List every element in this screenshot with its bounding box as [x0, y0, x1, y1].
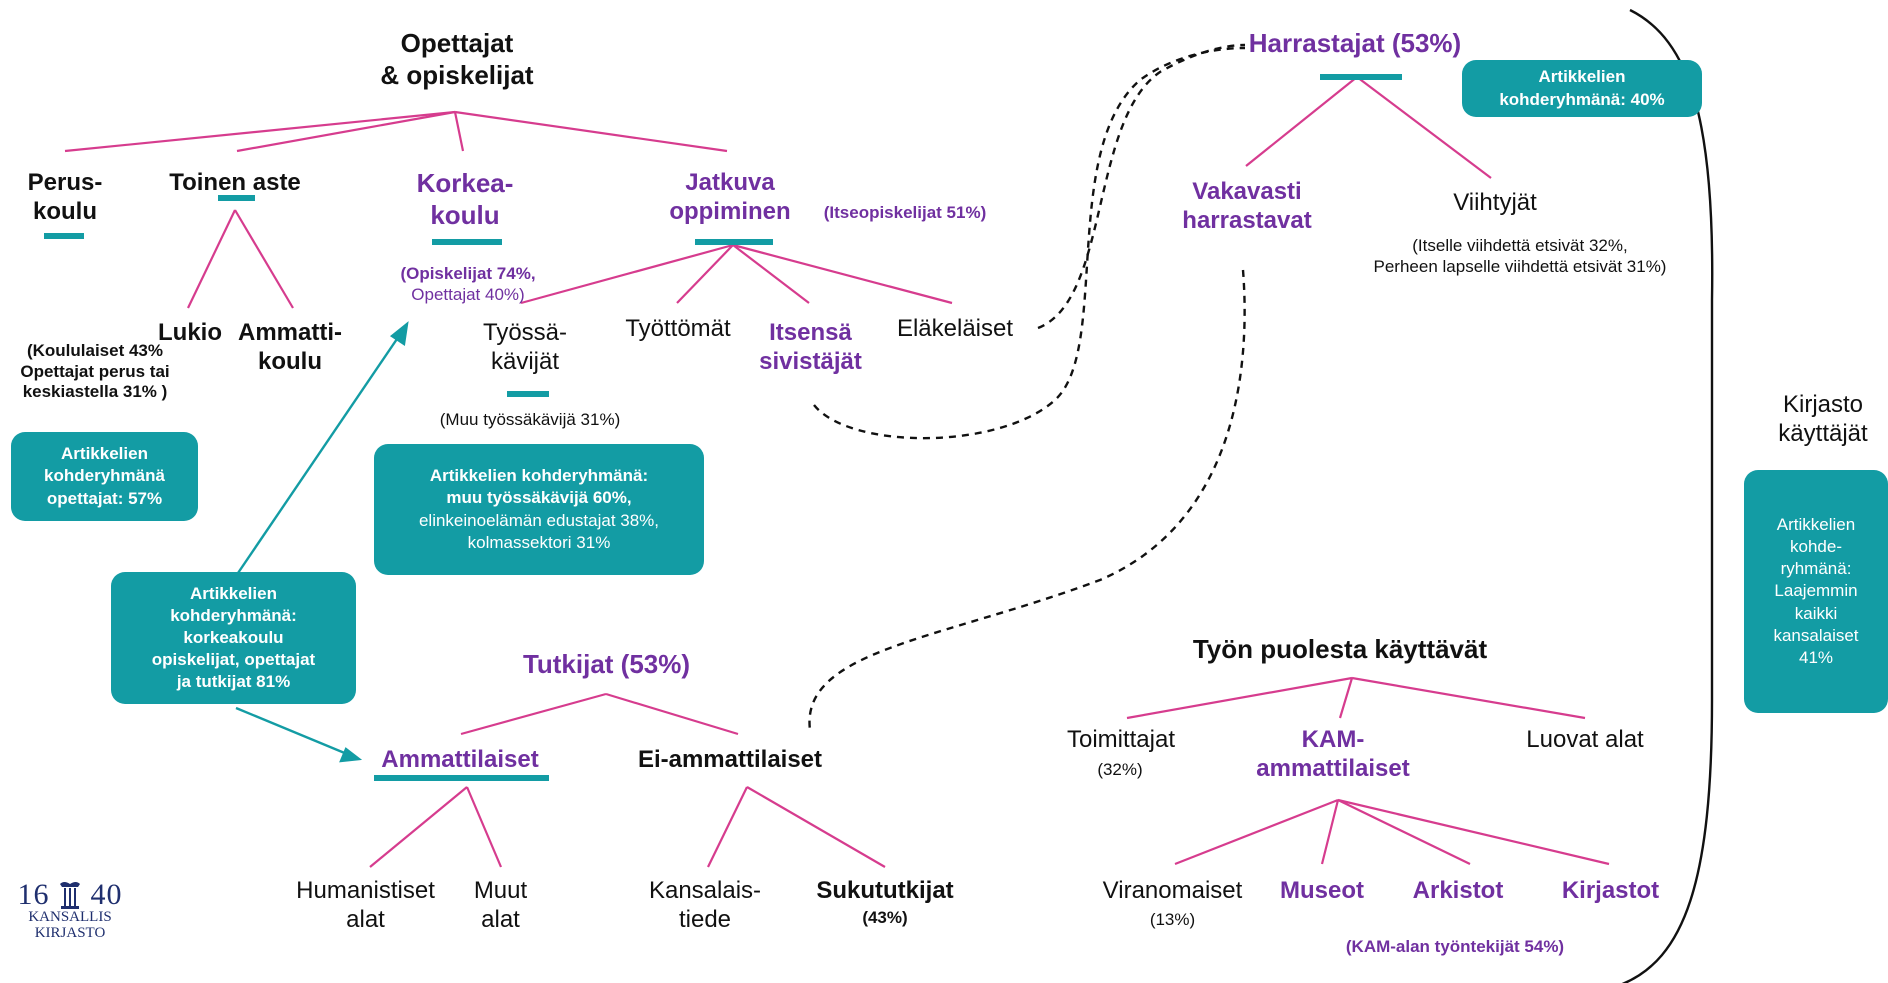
viranomaiset-stat: (13%)	[1149, 910, 1196, 929]
connector-line	[605, 692, 739, 736]
underline-mark	[1320, 74, 1402, 80]
luovat-alat-label: Luovat alat	[1526, 726, 1644, 753]
logo-year-right: 40	[90, 878, 123, 911]
underline-mark	[695, 239, 773, 245]
box-kirjasto: Artikkelien kohde- ryhmänä: Laajemmin ka…	[1744, 470, 1888, 713]
kirjastot-label: Kirjastot	[1561, 877, 1660, 904]
kam-ammattilaiset-label: KAM- ammattilaiset	[1256, 726, 1410, 783]
connector-line	[234, 209, 294, 309]
connector-line	[453, 111, 465, 152]
kam-stat: (KAM-alan työntekijät 54%)	[1345, 937, 1565, 956]
toinen-aste-label: Toinen aste	[169, 169, 301, 196]
arkistot-label: Arkistot	[1412, 877, 1504, 904]
muut-alat-label: Muut alat	[473, 877, 528, 934]
connector-line	[1351, 676, 1586, 720]
toimittajat-label: Toimittajat	[1066, 726, 1176, 753]
tyottomat-label: Työttömät	[625, 315, 731, 342]
dashed-link	[813, 46, 1246, 440]
peruskoulu-label: Perus- koulu	[27, 169, 103, 226]
itseopiskelijat-stat: (Itseopiskelijat 51%)	[823, 203, 987, 222]
muu-tyossakavija-stat: (Muu työssäkävijä 31%)	[439, 410, 621, 429]
underline-mark	[44, 233, 84, 239]
box-korkeakoulu: Artikkelien kohderyhmänä: korkeakoulu op…	[111, 572, 356, 704]
opettajat-title: Opettajat & opiskelijat	[380, 28, 534, 90]
school-stats: (Koululaiset 43% Opettajat perus tai kes…	[20, 341, 170, 402]
connector-line	[520, 243, 734, 305]
box-opettajat: Artikkelien kohderyhmänä opettajat: 57%	[11, 432, 198, 521]
underline-mark	[432, 239, 502, 245]
connector-line	[1245, 76, 1358, 167]
connector-line	[1338, 677, 1354, 719]
elakelaiset-label: Eläkeläiset	[896, 315, 1014, 342]
arrowhead	[339, 747, 363, 763]
lukio-label: Lukio	[158, 319, 222, 346]
kirjasto-kayttajat-label: Kirjasto käyttäjät	[1778, 391, 1868, 448]
connector-line	[64, 110, 456, 153]
harrastajat-title: Harrastajat (53%)	[1248, 28, 1462, 58]
sukututkijat-label: Sukututkijat	[816, 877, 954, 904]
underline-mark	[374, 775, 549, 781]
kansalaistiede-label: Kansalais- tiede	[648, 877, 762, 934]
arrow-line	[235, 706, 348, 756]
ammattilaiset-label: Ammattilaiset	[381, 746, 539, 773]
itsensa-sivistajat-label: Itsensä sivistäjät	[759, 319, 862, 376]
dashed-link	[1037, 43, 1246, 330]
logo-name-line-1: KANSALLIS	[28, 909, 112, 925]
kansalliskirjasto-logo: 16 40 KANSALLIS KIRJASTO	[16, 880, 124, 942]
viihtyjat-label: Viihtyjät	[1453, 189, 1537, 216]
ammattikoulu-label: Ammatti- koulu	[237, 319, 342, 376]
connector-line	[187, 209, 236, 309]
viihtyjat-stats: (Itselle viihdettä etsivät 32%, Perheen …	[1373, 236, 1667, 276]
korkeakoulu-label: Korkea- koulu	[416, 168, 514, 230]
column-icon	[60, 882, 80, 909]
box-tyossakavijat: Artikkelien kohderyhmänä: muu työssäkävi…	[374, 444, 704, 575]
box-harrastajat: Artikkelien kohderyhmänä: 40%	[1462, 60, 1702, 117]
logo-name-line-2: KIRJASTO	[34, 924, 106, 941]
logo-year-left: 16	[17, 878, 50, 911]
vakavasti-harrastavat-label: Vakavasti harrastavat	[1182, 178, 1312, 235]
viranomaiset-label: Viranomaiset	[1102, 877, 1243, 904]
connector-line	[236, 110, 456, 153]
underline-mark	[218, 195, 255, 201]
connector-line	[460, 692, 607, 736]
arrowhead	[389, 321, 409, 347]
bracket	[1621, 8, 1714, 983]
arrow-line	[237, 335, 400, 574]
connector-line	[454, 110, 728, 153]
jatkuva-oppiminen-label: Jatkuva oppiminen	[669, 169, 791, 226]
connector-line	[732, 243, 953, 305]
connector-line	[707, 786, 748, 868]
connector-line	[676, 244, 734, 304]
connector-line	[465, 786, 503, 868]
connector-line	[1320, 799, 1340, 865]
tutkijat-title: Tutkijat (53%)	[522, 649, 691, 679]
korkeakoulu-stats: (Opiskelijat 74%, Opettajat 40%)	[400, 264, 536, 304]
connector-line	[1337, 798, 1610, 866]
connector-line	[1174, 798, 1339, 866]
sukututkijat-stat: (43%)	[862, 908, 908, 927]
dashed-link	[808, 269, 1246, 731]
connector-line	[746, 786, 886, 868]
connector-line	[369, 786, 468, 868]
toimittajat-stat: (32%)	[1097, 760, 1143, 779]
tyon-puolesta-title: Työn puolesta käyttävät	[1192, 634, 1488, 664]
connector-line	[1356, 76, 1492, 179]
connector-line	[1126, 676, 1353, 720]
humanistiset-alat-label: Humanistiset alat	[296, 877, 435, 934]
connector-line	[732, 244, 810, 304]
connector-line	[1337, 799, 1471, 865]
underline-mark	[507, 391, 549, 397]
tyossakavijat-label: Työssä- kävijät	[482, 319, 568, 376]
museot-label: Museot	[1280, 877, 1364, 904]
ei-ammattilaiset-label: Ei-ammattilaiset	[637, 746, 823, 773]
